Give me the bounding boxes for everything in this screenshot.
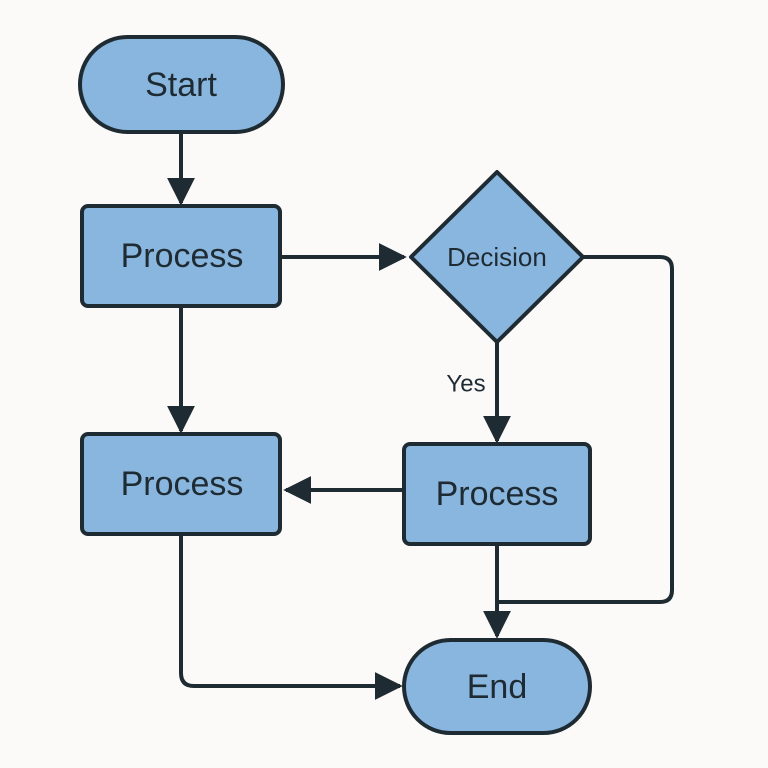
process-1-label: Process xyxy=(121,237,244,275)
node-process-1: Process xyxy=(80,204,282,308)
end-terminal-shape xyxy=(402,638,592,735)
start-label: Start xyxy=(145,66,217,104)
edges xyxy=(167,134,674,700)
process-2-label: Process xyxy=(121,465,244,503)
start-terminal-shape xyxy=(78,35,285,134)
node-end: End xyxy=(402,638,592,735)
end-label: End xyxy=(467,668,528,706)
edge-process-2-to-end xyxy=(179,535,403,700)
decision-diamond-shape xyxy=(409,170,585,344)
node-process-3: Process xyxy=(402,442,592,546)
process-2-box xyxy=(80,432,282,536)
edge-label-yes: Yes xyxy=(446,371,485,398)
process-1-box xyxy=(80,204,282,308)
node-decision: Decision xyxy=(409,170,585,344)
edge-decision-to-end xyxy=(497,255,674,604)
process-3-box xyxy=(402,442,592,546)
node-process-2: Process xyxy=(80,432,282,536)
decision-label: Decision xyxy=(447,242,547,272)
process-3-label: Process xyxy=(436,475,559,513)
node-start: Start xyxy=(78,35,285,134)
